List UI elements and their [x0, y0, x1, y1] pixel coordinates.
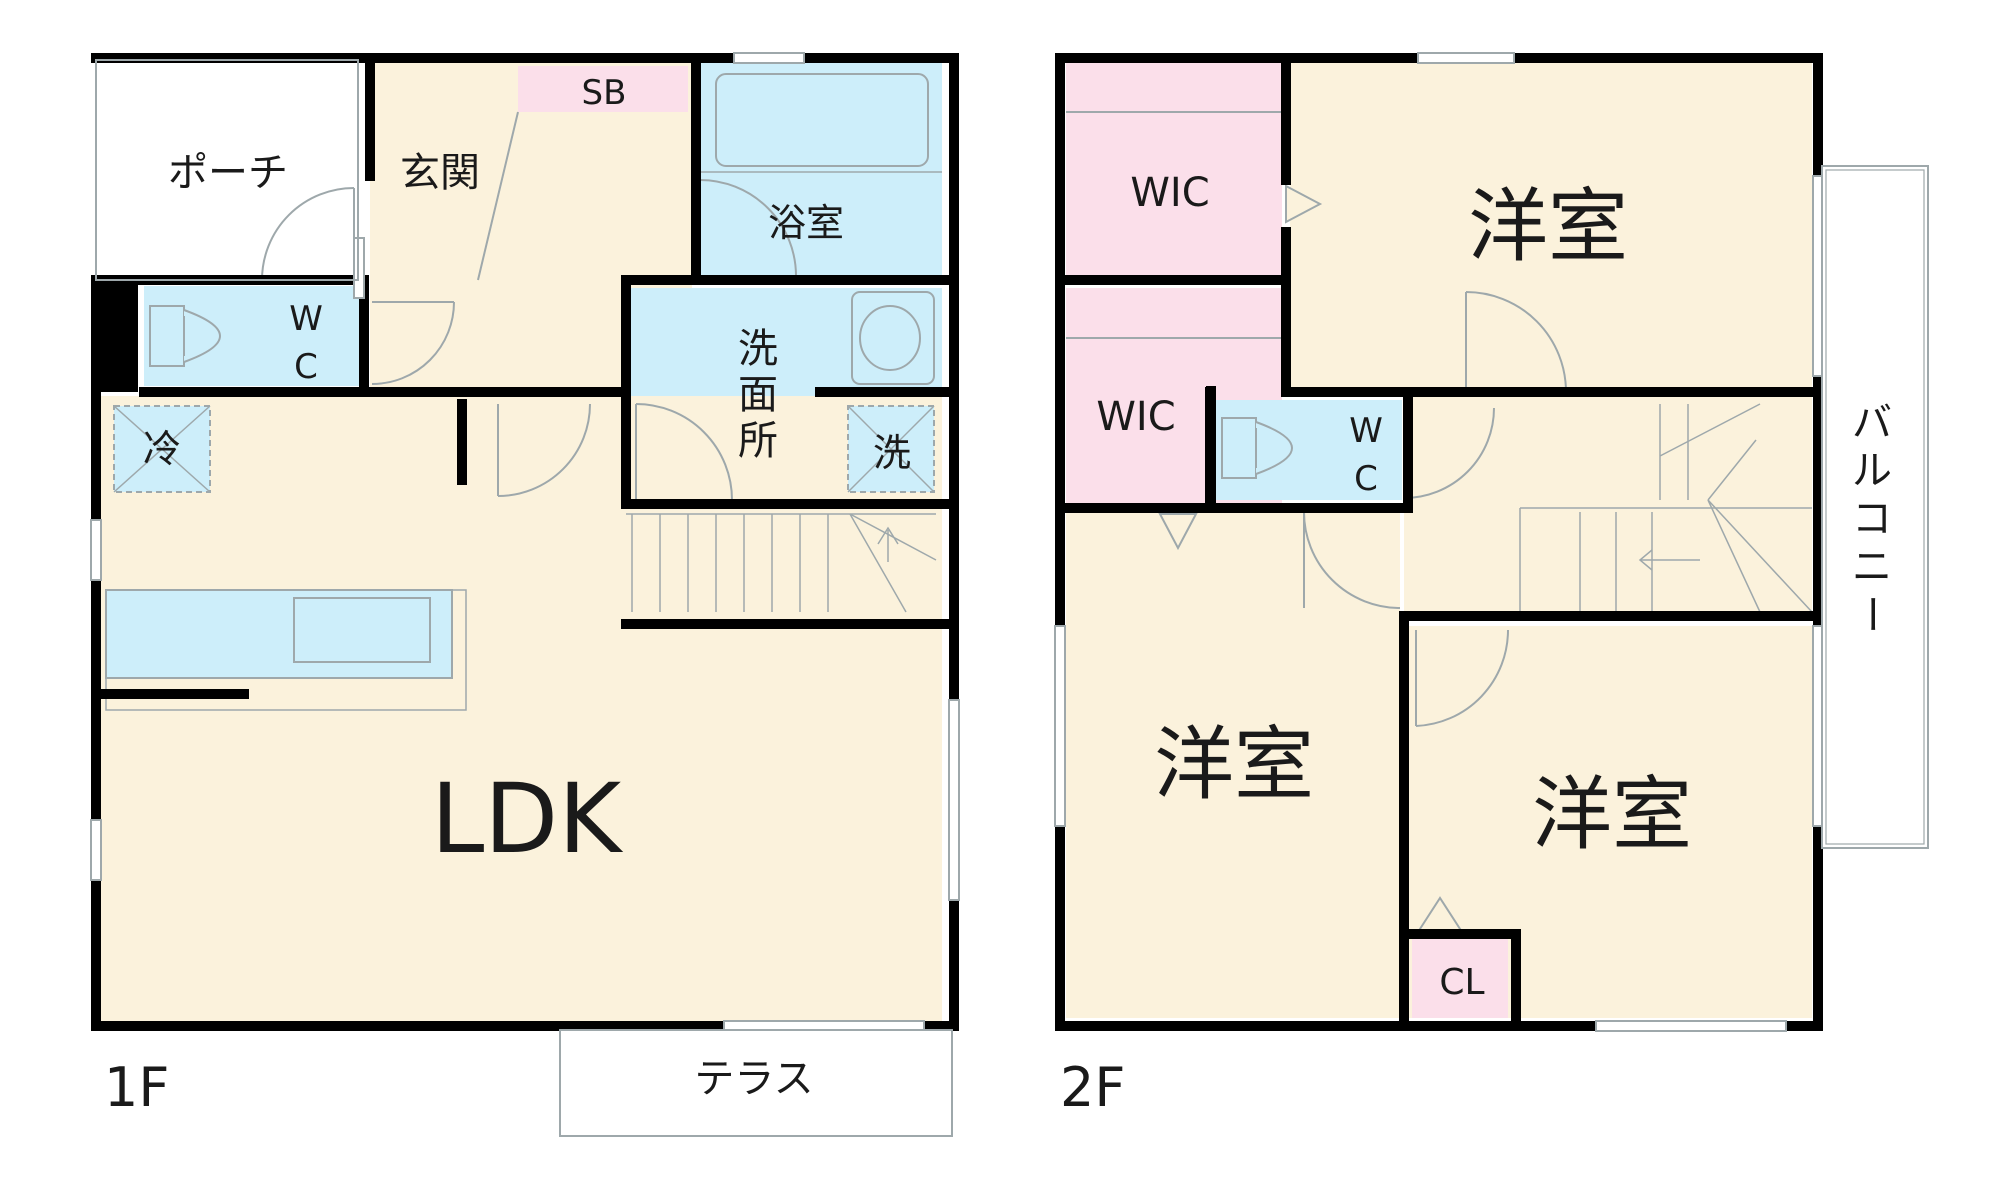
floor-1-label: 1F	[104, 1056, 169, 1119]
entrance-label: 玄関	[400, 150, 480, 196]
washer-space	[847, 405, 935, 493]
balcony-label-1: バ	[1852, 400, 1892, 446]
room-north-label: 洋室	[1468, 180, 1628, 273]
kitchen-outline	[105, 589, 467, 711]
wc-c-label-2f: C	[1354, 459, 1378, 499]
walls-1f	[91, 53, 959, 1031]
fridge-space	[113, 405, 211, 493]
shoebox-label: SB	[582, 73, 627, 113]
bath-label: 浴室	[768, 201, 844, 245]
kitchen-sink	[293, 597, 431, 663]
porch-outline	[95, 59, 359, 281]
entrance-step	[477, 111, 519, 281]
wic-upper-area	[1066, 62, 1282, 276]
balcony-outline	[1821, 165, 1929, 849]
floor-2: WIC WIC 洋室 W C 洋室 洋室 CL バ ル コ ニ ー 2F	[1054, 52, 1929, 1119]
shoebox-area	[518, 66, 688, 112]
balcony-label-5: ー	[1848, 594, 1894, 634]
wc-w-label-2f: W	[1349, 411, 1383, 451]
balcony-label-2: ル	[1852, 448, 1892, 494]
washroom-label-3: 所	[738, 418, 778, 464]
wc-c-label-1f: C	[294, 347, 318, 387]
porch-area	[96, 62, 358, 280]
wic-lower-label: WIC	[1096, 394, 1175, 440]
closet-area	[1412, 934, 1508, 1018]
wic-upper-label: WIC	[1130, 170, 1209, 216]
stairs-2f	[1519, 403, 1813, 613]
hall-area-2f	[1404, 394, 1812, 616]
room-west-label: 洋室	[1154, 718, 1314, 811]
wall-block-1f	[92, 278, 138, 392]
stairs-1f	[626, 513, 937, 613]
washroom-label-2: 面	[738, 372, 778, 418]
terrace-label: テラス	[694, 1056, 813, 1102]
washer-label: 洗	[873, 431, 911, 475]
room-north-area	[1290, 62, 1812, 388]
toilet-1f	[149, 305, 221, 367]
windows-2f	[1054, 52, 1824, 1032]
floor-1: ポーチ 玄関 SB 浴室 W C 洗 面 所 冷 洗 LDK テラス 1F	[90, 52, 960, 1137]
room-west-area	[1066, 512, 1400, 1018]
fridge-label: 冷	[143, 427, 181, 471]
balcony-label-4: ニ	[1852, 544, 1892, 590]
room-east-label: 洋室	[1532, 768, 1692, 861]
closet-label: CL	[1439, 962, 1484, 1003]
terrace-outline	[559, 1029, 953, 1137]
toilet-2f	[1221, 417, 1293, 479]
porch-label: ポーチ	[168, 150, 288, 196]
stairs-area-1f	[626, 508, 942, 618]
washroom-label-1: 洗	[738, 326, 778, 372]
floor-2-label: 2F	[1060, 1056, 1125, 1119]
wc-w-label-1f: W	[289, 299, 323, 339]
ldk-area	[100, 396, 942, 1022]
bathtub	[715, 73, 929, 167]
door-swings-2f	[1158, 184, 1567, 933]
wall-block-2f	[1206, 386, 1216, 510]
ldk-label: LDK	[431, 763, 623, 875]
balcony-label-3: コ	[1852, 496, 1892, 542]
